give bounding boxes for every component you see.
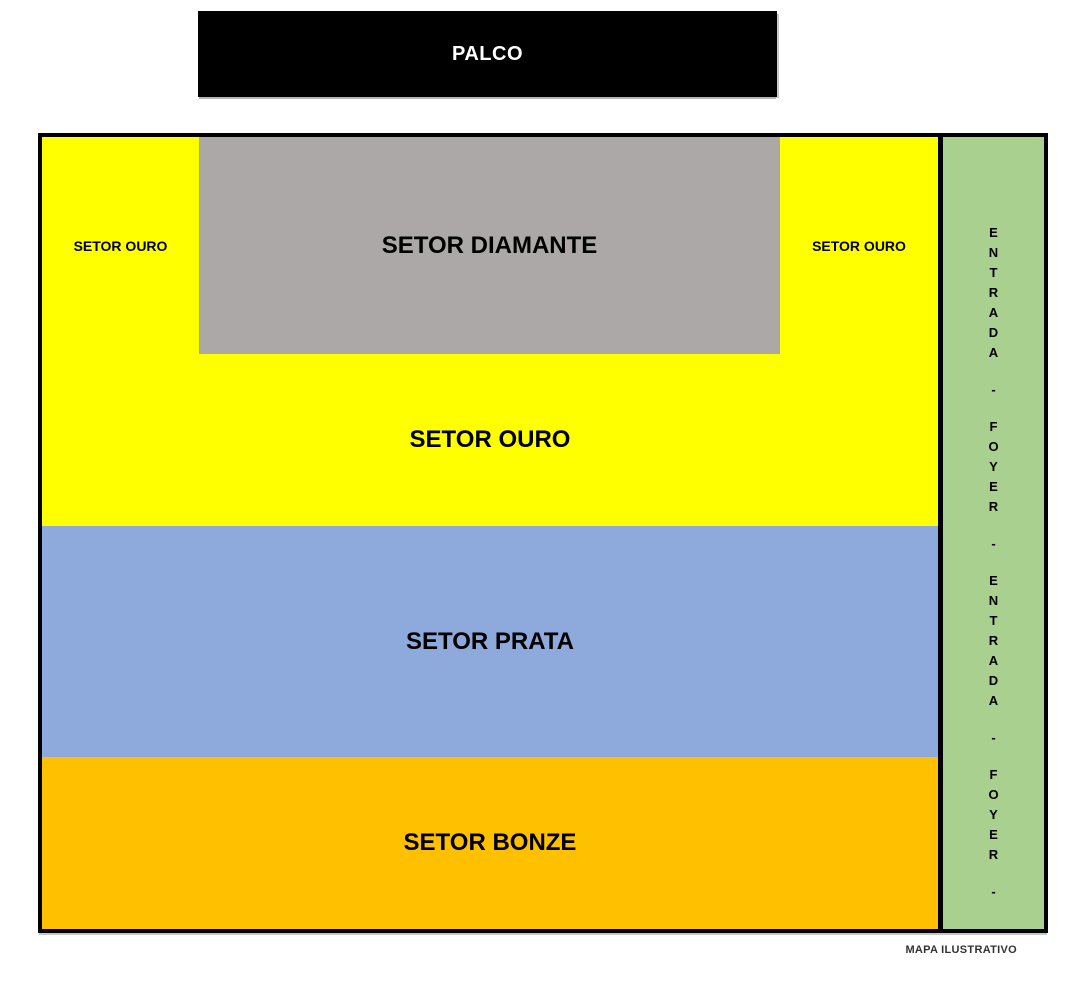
sector-ouro-right-wing: SETOR OURO: [780, 137, 938, 354]
map-caption: MAPA ILUSTRATIVO: [905, 944, 1017, 956]
stage-bar: PALCO: [198, 11, 777, 97]
sector-prata-band: SETOR PRATA: [42, 526, 938, 757]
front-sectors-row: SETOR OURO SETOR DIAMANTE SETOR OURO: [42, 137, 938, 354]
seating-map: SETOR OURO SETOR DIAMANTE SETOR OURO SET…: [38, 133, 1048, 933]
sector-ouro-band: SETOR OURO: [42, 354, 938, 526]
seating-map-main-area: SETOR OURO SETOR DIAMANTE SETOR OURO SET…: [42, 137, 938, 929]
sector-bonze-band: SETOR BONZE: [42, 757, 938, 929]
sector-diamante: SETOR DIAMANTE: [199, 137, 780, 354]
sector-ouro-left-wing: SETOR OURO: [42, 137, 199, 354]
